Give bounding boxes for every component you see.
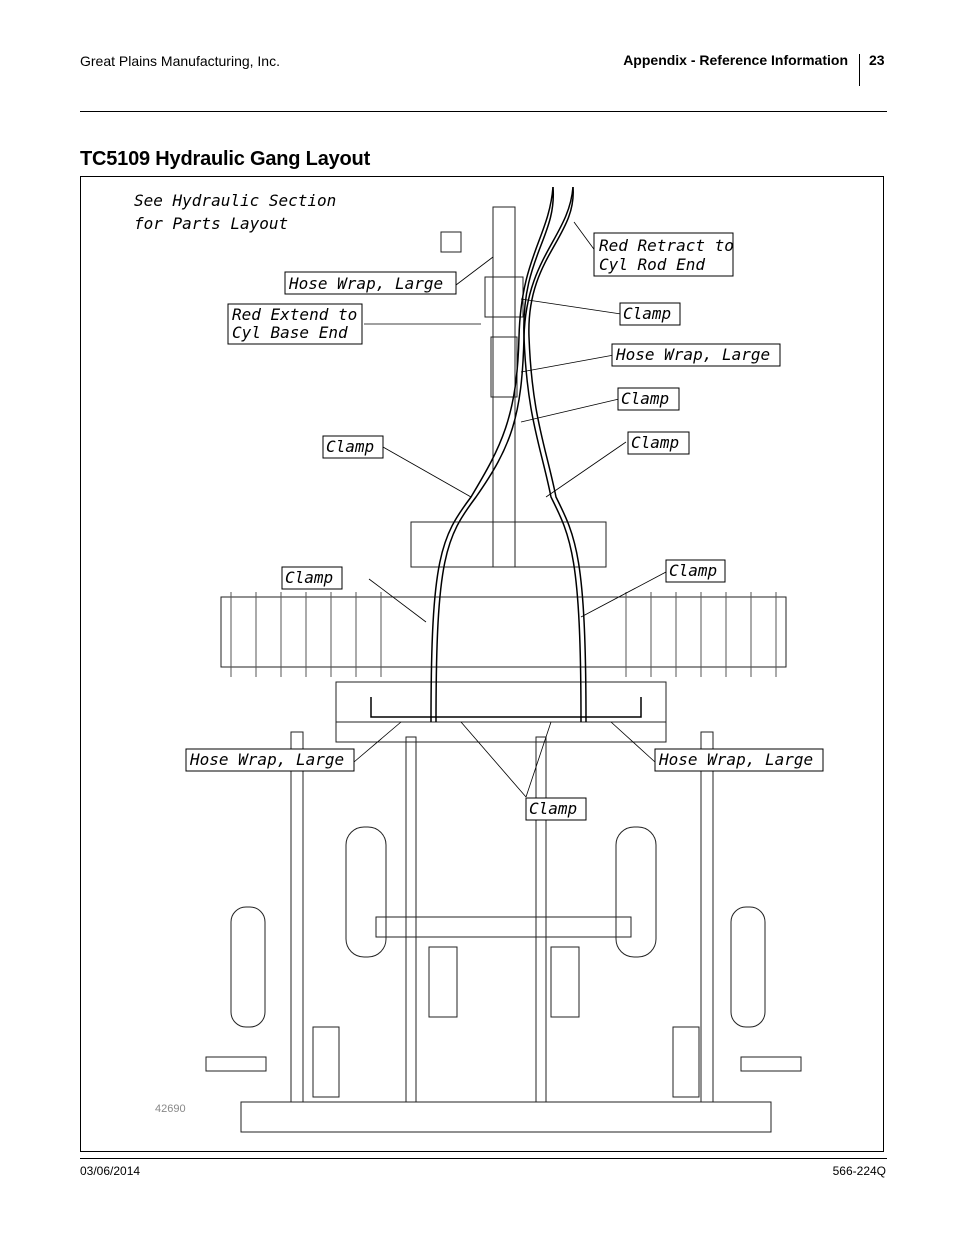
footer-doc-number: 566-224Q bbox=[832, 1164, 886, 1178]
figure-frame: See Hydraulic Section for Parts Layout R… bbox=[80, 176, 884, 1152]
clamp-label: Clamp bbox=[285, 568, 333, 587]
clamp-label: Clamp bbox=[326, 437, 374, 456]
clamp-label: Clamp bbox=[623, 304, 671, 323]
company-name: Great Plains Manufacturing, Inc. bbox=[80, 53, 280, 69]
clamp-label: Clamp bbox=[669, 561, 717, 580]
hose-wrap-label: Hose Wrap, Large bbox=[189, 750, 344, 769]
red-retract-label-2: Cyl Rod End bbox=[599, 255, 705, 274]
red-extend-label-1: Red Extend to bbox=[232, 305, 357, 324]
parts-note-line-1: See Hydraulic Section bbox=[134, 191, 336, 210]
parts-note-line-2: for Parts Layout bbox=[134, 214, 288, 233]
header-rule bbox=[80, 111, 887, 112]
clamp-label: Clamp bbox=[621, 389, 669, 408]
section-title: Appendix - Reference Information bbox=[623, 52, 848, 68]
footer-date: 03/06/2014 bbox=[80, 1164, 141, 1178]
clamp-label: Clamp bbox=[631, 433, 679, 452]
red-retract-label-1: Red Retract to bbox=[599, 236, 734, 255]
hose-wrap-label: Hose Wrap, Large bbox=[615, 345, 770, 364]
red-extend-label-2: Cyl Base End bbox=[232, 323, 348, 342]
clamp-label: Clamp bbox=[529, 799, 577, 818]
figure-number: 42690 bbox=[155, 1103, 186, 1115]
page-title: TC5109 Hydraulic Gang Layout bbox=[80, 148, 371, 170]
footer-rule bbox=[80, 1158, 887, 1159]
page-number: 23 bbox=[869, 52, 885, 68]
hose-wrap-label: Hose Wrap, Large bbox=[288, 274, 443, 293]
header-separator bbox=[859, 54, 860, 86]
hydraulic-layout-drawing: See Hydraulic Section for Parts Layout R… bbox=[134, 186, 824, 1133]
hose-wrap-label: Hose Wrap, Large bbox=[658, 750, 813, 769]
